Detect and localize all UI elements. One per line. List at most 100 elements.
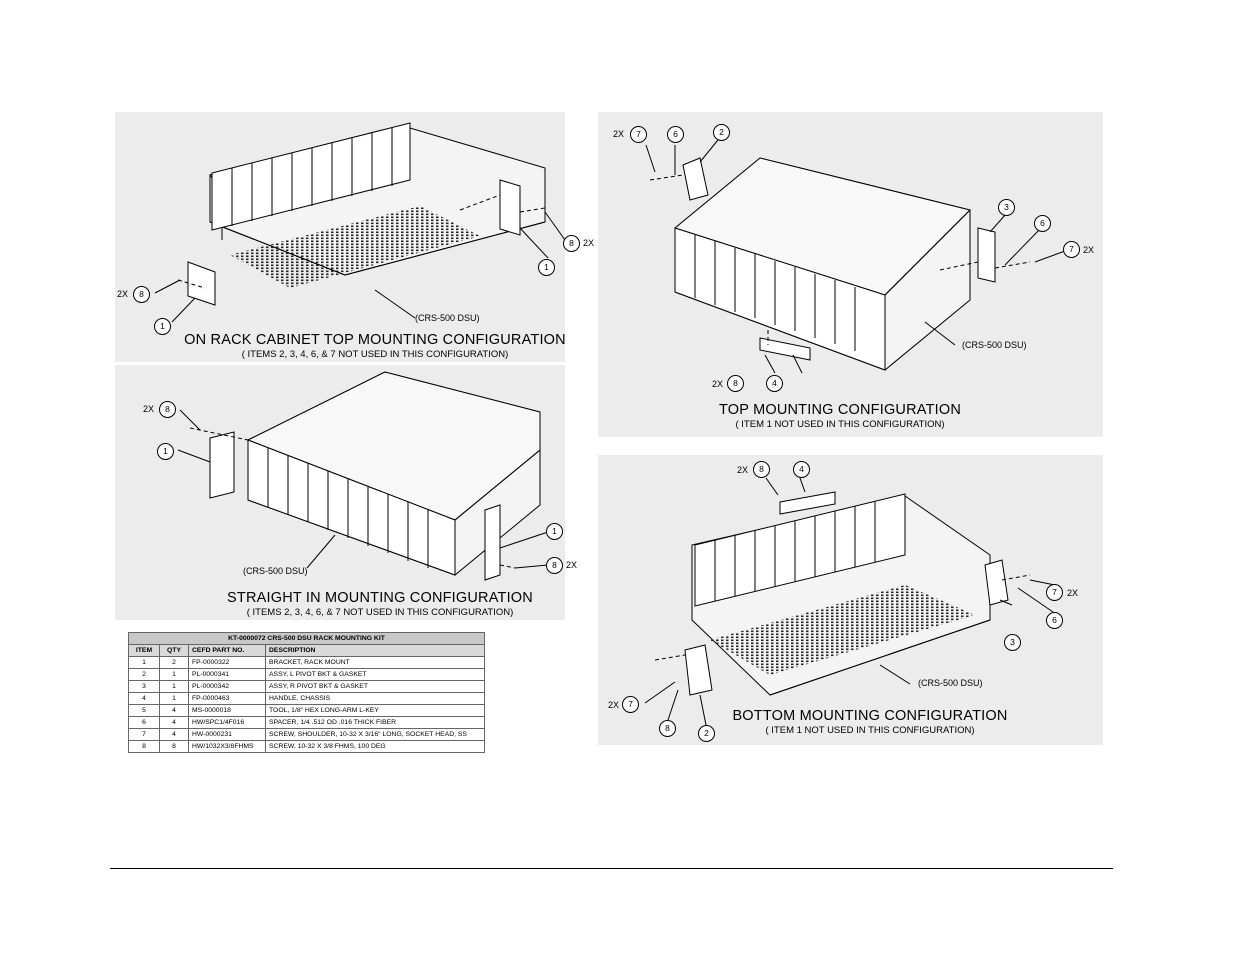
callout-item-7: 7 (630, 126, 647, 143)
callout-item-1: 1 (546, 523, 563, 540)
on-rack-title-text: ON RACK CABINET TOP MOUNTING CONFIGURATI… (184, 332, 566, 348)
kit-cell-item: 5 (128, 704, 160, 717)
callout-item-7: 7 (1046, 584, 1063, 601)
straight-in-title-text: STRAIGHT IN MOUNTING CONFIGURATION (227, 590, 533, 606)
kit-cell-item: 8 (128, 740, 160, 753)
straight-in-unit-label: (CRS-500 DSU) (243, 566, 308, 576)
kit-cell-qty: 4 (159, 716, 189, 729)
table-row: 1 2 FP-0000322 BRACKET, RACK MOUNT (128, 656, 485, 669)
callout-item-7: 7 (622, 696, 639, 713)
callout-item-1: 1 (538, 259, 555, 276)
callout-item-3: 3 (998, 199, 1015, 216)
bottom-title: BOTTOM MOUNTING CONFIGURATION ( ITEM 1 N… (680, 708, 1060, 736)
bottom-unit-label: (CRS-500 DSU) (918, 678, 983, 688)
kit-cell-part: HW-0000231 (188, 728, 266, 741)
kit-cell-item: 4 (128, 692, 160, 705)
kit-header-part: CEFD PART NO. (188, 644, 266, 657)
kit-table-caption: KT-0000072 CRS-500 DSU RACK MOUNTING KIT (128, 632, 485, 645)
callout-multiplier: 2X (613, 129, 625, 139)
kit-cell-part: PL-0000342 (188, 680, 266, 693)
kit-cell-part: PL-0000341 (188, 668, 266, 681)
callout-item-8: 8 (727, 375, 744, 392)
kit-cell-description: SCREW, 10-32 X 3/8 FHMS, 100 DEG (265, 740, 485, 753)
callout-item-8: 8 (563, 235, 580, 252)
kit-cell-qty: 8 (159, 740, 189, 753)
callout-item-8: 8 (659, 720, 676, 737)
top-unit-label: (CRS-500 DSU) (962, 340, 1027, 350)
kit-cell-qty: 1 (159, 692, 189, 705)
callout-item-3: 3 (1004, 634, 1021, 651)
kit-cell-item: 6 (128, 716, 160, 729)
page-footer-rule (110, 868, 1113, 869)
straight-in-subtitle: ( ITEMS 2, 3, 4, 6, & 7 NOT USED IN THIS… (246, 607, 514, 618)
kit-cell-item: 2 (128, 668, 160, 681)
callout-multiplier: 2X (117, 289, 129, 299)
kit-cell-qty: 1 (159, 668, 189, 681)
callout-item-8: 8 (753, 461, 770, 478)
kit-cell-description: ASSY, L PIVOT BKT & GASKET (265, 668, 485, 681)
table-row: 3 1 PL-0000342 ASSY, R PIVOT BKT & GASKE… (128, 680, 485, 693)
on-rack-title: ON RACK CABINET TOP MOUNTING CONFIGURATI… (150, 332, 600, 360)
callout-item-6: 6 (1034, 215, 1051, 232)
kit-cell-description: BRACKET, RACK MOUNT (265, 656, 485, 669)
on-rack-front-slots (211, 122, 411, 231)
top-title: TOP MOUNTING CONFIGURATION ( ITEM 1 NOT … (650, 402, 1030, 430)
top-front-slots (694, 235, 856, 351)
top-subtitle: ( ITEM 1 NOT USED IN THIS CONFIGURATION) (735, 419, 945, 430)
kit-cell-item: 1 (128, 656, 160, 669)
callout-item-1: 1 (154, 318, 171, 335)
table-row: 6 4 HW/SPC1/4F016 SPACER, 1/4 .512 OD .0… (128, 716, 485, 729)
callout-multiplier: 2X (737, 465, 749, 475)
callout-item-2: 2 (713, 124, 730, 141)
on-rack-subtitle: ( ITEMS 2, 3, 4, 6, & 7 NOT USED IN THIS… (241, 349, 509, 360)
kit-cell-qty: 4 (159, 728, 189, 741)
top-chassis-drawing (673, 157, 971, 371)
callout-multiplier: 2X (608, 700, 620, 710)
kit-cell-description: ASSY, R PIVOT BKT & GASKET (265, 680, 485, 693)
callout-item-8: 8 (133, 286, 150, 303)
kit-cell-description: SCREW, SHOULDER, 10-32 X 3/16" LONG, SOC… (265, 728, 485, 741)
kit-header-item: ITEM (128, 644, 160, 657)
straight-in-front-slots (267, 448, 429, 568)
callout-multiplier: 2X (583, 238, 595, 248)
kit-cell-qty: 4 (159, 704, 189, 717)
top-title-text: TOP MOUNTING CONFIGURATION (718, 402, 962, 418)
kit-cell-item: 7 (128, 728, 160, 741)
bottom-subtitle: ( ITEM 1 NOT USED IN THIS CONFIGURATION) (765, 725, 975, 736)
kit-header-description: DESCRIPTION (265, 644, 485, 657)
straight-in-title: STRAIGHT IN MOUNTING CONFIGURATION ( ITE… (155, 590, 605, 618)
kit-cell-part: HW/SPC1/4F016 (188, 716, 266, 729)
kit-cell-qty: 2 (159, 656, 189, 669)
table-row: 4 1 FP-0000463 HANDLE, CHASSIS (128, 692, 485, 705)
table-row: 2 1 PL-0000341 ASSY, L PIVOT BKT & GASKE… (128, 668, 485, 681)
callout-item-4: 4 (766, 375, 783, 392)
kit-cell-description: SPACER, 1/4 .512 OD .016 THICK FIBER (265, 716, 485, 729)
callout-item-6: 6 (667, 126, 684, 143)
kit-cell-qty: 1 (159, 680, 189, 693)
kit-cell-description: TOOL, 1/8" HEX LONG-ARM L-KEY (265, 704, 485, 717)
callout-multiplier: 2X (566, 560, 578, 570)
callout-item-4: 4 (793, 461, 810, 478)
callout-item-1: 1 (157, 443, 174, 460)
callout-multiplier: 2X (1067, 588, 1079, 598)
straight-in-chassis-drawing (246, 371, 541, 576)
table-row: 8 8 HW/1032X3/8FHMS SCREW, 10-32 X 3/8 F… (128, 740, 485, 753)
callout-item-2: 2 (698, 725, 715, 742)
callout-item-7: 7 (1063, 241, 1080, 258)
kit-cell-description: HANDLE, CHASSIS (265, 692, 485, 705)
on-rack-unit-label: (CRS-500 DSU) (415, 313, 480, 323)
kit-cell-part: FP-0000322 (188, 656, 266, 669)
kit-cell-item: 3 (128, 680, 160, 693)
table-row: 7 4 HW-0000231 SCREW, SHOULDER, 10-32 X … (128, 728, 485, 741)
kit-header-qty: QTY (159, 644, 189, 657)
callout-multiplier: 2X (712, 379, 724, 389)
kit-cell-part: HW/1032X3/8FHMS (188, 740, 266, 753)
callout-multiplier: 2X (143, 404, 155, 414)
mounting-kit-table: KT-0000072 CRS-500 DSU RACK MOUNTING KIT… (128, 632, 485, 753)
callout-item-8: 8 (159, 401, 176, 418)
callout-item-6: 6 (1046, 612, 1063, 629)
table-row: 5 4 MS-0000018 TOOL, 1/8" HEX LONG-ARM L… (128, 704, 485, 717)
bottom-title-text: BOTTOM MOUNTING CONFIGURATION (732, 708, 1008, 724)
callout-multiplier: 2X (1083, 245, 1095, 255)
